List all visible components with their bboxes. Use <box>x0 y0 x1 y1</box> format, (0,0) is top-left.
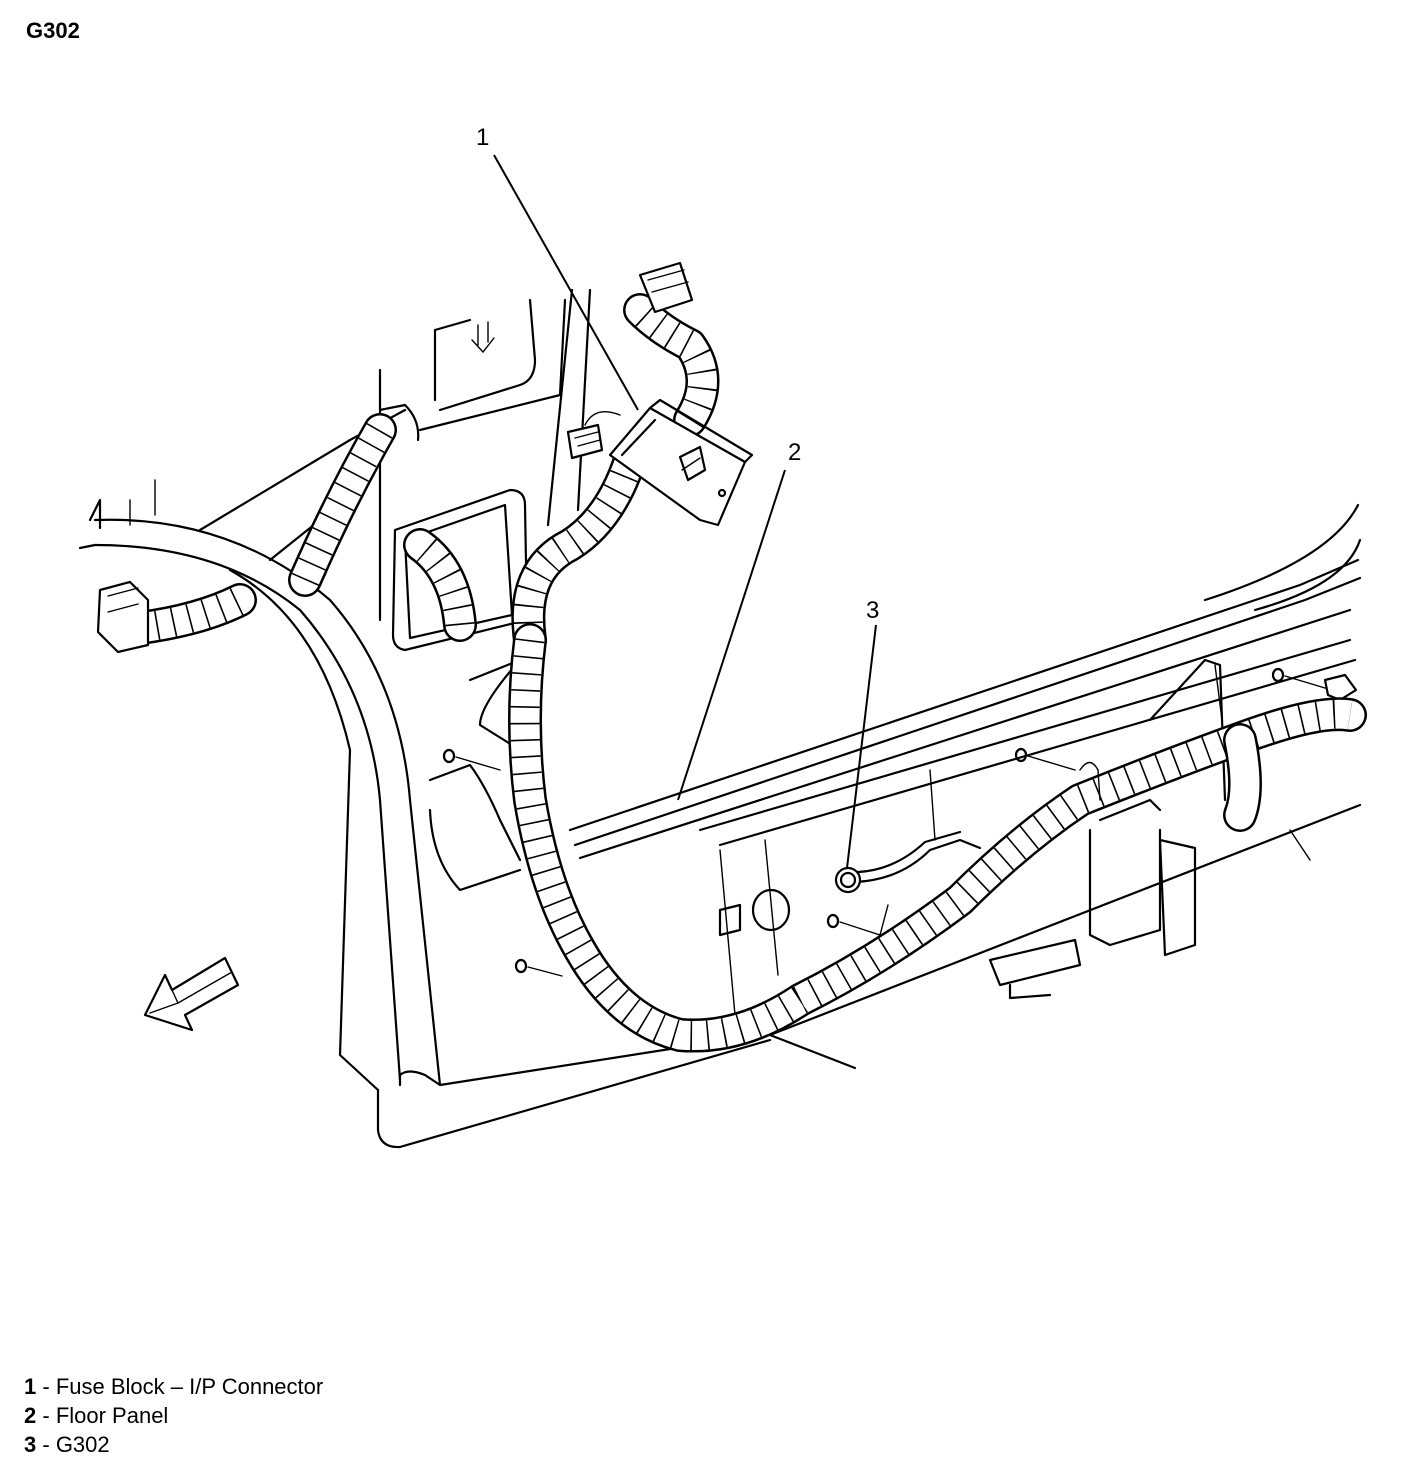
legend-text: G302 <box>55 1432 110 1457</box>
callout-1: 1 <box>476 124 489 151</box>
ground-terminal-icon <box>834 866 862 894</box>
legend-text: Floor Panel <box>55 1403 169 1428</box>
legend-number: 1 <box>24 1374 37 1399</box>
legend-item: 3 - G302 <box>24 1430 323 1459</box>
legend-item: 2 - Floor Panel <box>24 1401 323 1430</box>
legend-item: 1 - Fuse Block – I/P Connector <box>24 1372 323 1401</box>
legend-separator: - <box>36 1403 56 1428</box>
legend: 1 - Fuse Block – I/P Connector 2 - Floor… <box>24 1372 323 1459</box>
callout-2: 2 <box>788 439 801 466</box>
fuse-block-ip-connector <box>608 398 754 527</box>
callout-3: 3 <box>866 597 879 624</box>
legend-text: Fuse Block – I/P Connector <box>55 1374 324 1399</box>
cowl-harness <box>288 413 477 642</box>
page-title: G302 <box>26 18 80 43</box>
legend-separator: - <box>36 1432 56 1457</box>
legend-number: 2 <box>24 1403 37 1428</box>
legend-separator: - <box>36 1374 56 1399</box>
direction-arrow-icon <box>143 956 240 1032</box>
fuse-block-harness <box>511 261 720 657</box>
g302-ground <box>834 830 982 894</box>
floor-panel <box>78 288 1362 1149</box>
legend-number: 3 <box>24 1432 37 1457</box>
main-floor-harness <box>508 623 1367 1053</box>
left-harness <box>96 580 257 654</box>
